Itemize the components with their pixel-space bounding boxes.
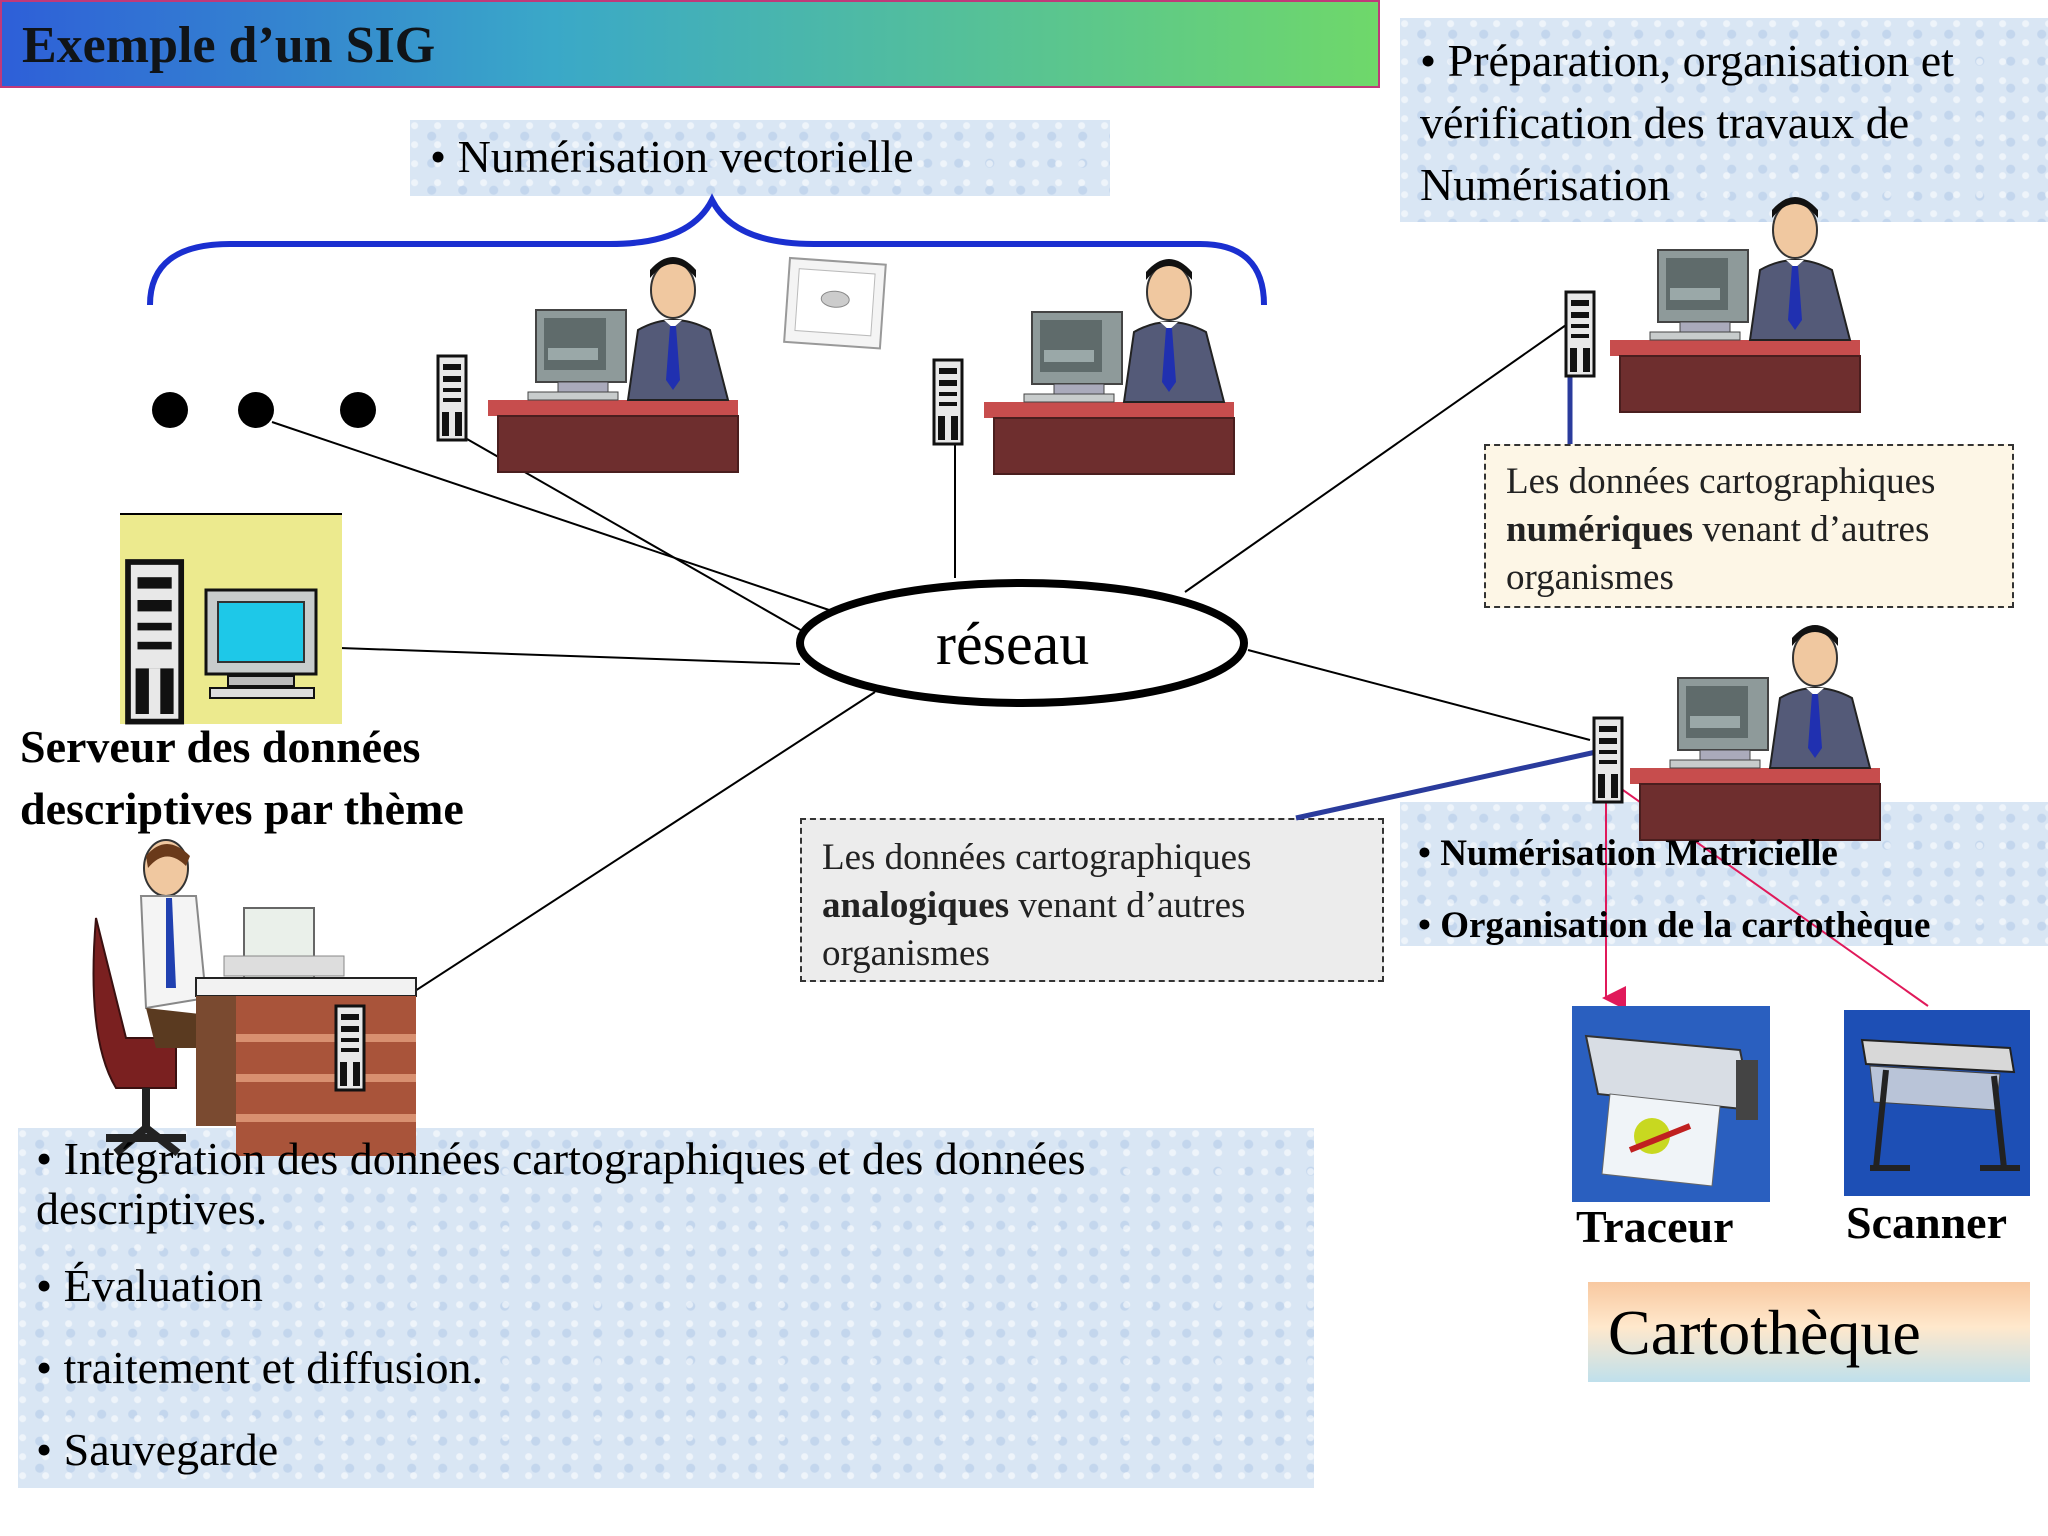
numeriques-line-2: numériques venant d’autres xyxy=(1506,506,1935,554)
serveur-label: Serveur des données descriptives par thè… xyxy=(20,716,464,840)
analogiques-line-2: analogiques venant d’autres xyxy=(822,882,1251,930)
matricielle-line: • Numérisation Matricielle xyxy=(1418,833,1838,874)
preparation-line-2: vérification des travaux de xyxy=(1420,97,1910,148)
numeriques-bold: numériques xyxy=(1506,509,1694,550)
matricielle-text: • Numérisation Matricielle • Organisatio… xyxy=(1418,818,1930,962)
analogiques-box xyxy=(800,818,1384,982)
analogiques-rest: venant d’autres xyxy=(1009,885,1246,926)
list-item-2: • Évaluation xyxy=(36,1260,263,1311)
cartotheque-label: Cartothèque xyxy=(1608,1297,1921,1368)
numeriques-rest: venant d’autres xyxy=(1693,509,1930,550)
bottom-panel xyxy=(18,1128,1314,1488)
list-item-3: • traitement et diffusion. xyxy=(36,1342,484,1393)
vectorielle-label: • Numérisation vectorielle xyxy=(430,131,914,182)
list-item-4: • Sauvegarde xyxy=(36,1424,279,1475)
preparation-panel xyxy=(1400,18,2048,222)
list-item-1-line-2: descriptives. xyxy=(36,1183,268,1234)
serveur-line-2: descriptives par thème xyxy=(20,783,464,834)
preparation-line-3: Numérisation xyxy=(1420,159,1671,210)
preparation-line-1: • Préparation, organisation et xyxy=(1420,35,1954,86)
page-title: Exemple d’un SIG xyxy=(22,17,436,74)
numeriques-text: Les données cartographiques numériques v… xyxy=(1506,458,1935,602)
bottom-list: • Intégration des données cartographique… xyxy=(36,1134,1086,1478)
analogiques-bold: analogiques xyxy=(822,885,1010,926)
cartotheque-box xyxy=(1588,1282,2030,1382)
serveur-line-1: Serveur des données xyxy=(20,721,421,772)
analogiques-text: Les données cartographiques analogiques … xyxy=(822,834,1251,978)
list-item-1-line-1: • Intégration des données cartographique… xyxy=(36,1133,1086,1184)
traceur-label: Traceur xyxy=(1576,1201,1734,1252)
preparation-label: • Préparation, organisation et vérificat… xyxy=(1420,30,1954,216)
reseau-label: réseau xyxy=(936,611,1090,677)
title-bar xyxy=(0,0,1380,88)
matricielle-panel xyxy=(1400,802,2048,946)
numeriques-box xyxy=(1484,444,2014,608)
numeriques-line-1: Les données cartographiques xyxy=(1506,461,1936,502)
analogiques-line-3: organismes xyxy=(822,933,990,974)
scanner-label: Scanner xyxy=(1846,1197,2007,1248)
vectorielle-panel xyxy=(410,120,1110,196)
analogiques-line-1: Les données cartographiques xyxy=(822,837,1252,878)
organisation-line: • Organisation de la cartothèque xyxy=(1418,905,1931,946)
numeriques-line-3: organismes xyxy=(1506,557,1674,598)
